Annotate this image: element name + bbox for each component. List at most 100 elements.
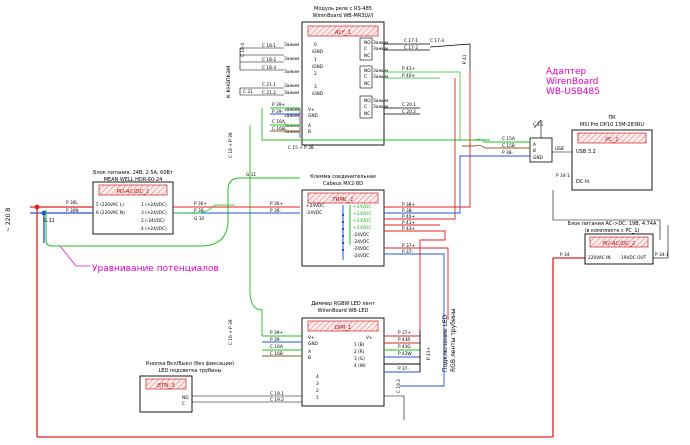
relay-tag: RLY_1 [335, 30, 351, 36]
relay-no-1: NO [364, 40, 371, 46]
dim-wire-c19-2: C 19.2 [270, 397, 284, 403]
adapter-label-1: Адаптер [546, 67, 587, 77]
led-label-1: Подключение LED [442, 314, 449, 372]
trml-wire-r2: P 40+ [402, 214, 415, 220]
trml-title2: Cabeus MX2-8D [323, 181, 363, 187]
psu1-title1: Блок питания, 24В, 2.5А, 60Вт [93, 170, 173, 176]
adapter-usb: USB [555, 146, 564, 152]
psu1-tag: PU-AC/DC_1 [116, 189, 149, 195]
dim-lpin-4: 4 [316, 374, 319, 380]
dim-tag: DIM_1 [335, 325, 352, 331]
relay-wire-c18-2: C 18-2 [262, 57, 276, 63]
psu1-wire-p30n: P 30N [66, 208, 79, 214]
relay-pin-b: B [308, 129, 311, 135]
psu2-title2: (в комплекте с PC_1) [585, 228, 640, 234]
trml-left-plus: +24VDC [306, 203, 324, 209]
relay-zazhim-2: Зажим [373, 46, 388, 52]
relay-c-3: C [364, 104, 367, 110]
relay-title1: Модуль реле с RS-485 [314, 6, 372, 12]
relay-wire-c21: C 21 [243, 89, 253, 95]
relay-pin-vplus: V+ [308, 107, 315, 113]
adapter-pin-a: A [533, 142, 536, 148]
pc-dc: DC In [576, 179, 590, 185]
dim-wire-p37minus: P 37- [398, 366, 409, 372]
psu1-block [64, 181, 300, 235]
cable-c16-label: C 16 + P 39 [228, 132, 234, 158]
relay-pin-ignd1: iGND [312, 49, 324, 55]
btn-c: C [182, 401, 185, 407]
psu1-pin-2: 2 (-24VDC) [141, 218, 165, 224]
dim-pin-b: B [308, 355, 311, 361]
trml-right-1: +24VDC [353, 211, 371, 217]
relay-wire-p39plus: P 39+ [272, 102, 285, 108]
trml-wire-r6: P 37- [402, 249, 413, 255]
trml-wire-r1: P 38- [402, 208, 413, 214]
trml-wire-r5: P 37+ [402, 243, 415, 249]
dim-rpin-3: 3 (G) [354, 356, 365, 362]
psu2-wire-p34-1: P 34-1 [655, 252, 669, 258]
relay-pin-ignd3: iGND [312, 91, 324, 97]
dimmer-block [262, 317, 421, 420]
adapter-tag: C 15 [533, 122, 543, 128]
relay-zazhim-l6: Зажим [284, 107, 299, 113]
trml-right-0: +24VDC [353, 204, 371, 210]
relay-wire-p40plus: P 40+ [402, 73, 415, 79]
relay-wire-c16a: C 16A [272, 119, 285, 125]
btn-no: NO [182, 395, 189, 401]
psu1-wire-p36minus: P 36- [194, 208, 205, 214]
relay-zazhim-l2: Зажим [284, 56, 299, 62]
relay-c-2: C [364, 74, 367, 80]
trml-wire-l1: P 36- [270, 208, 281, 214]
psu1-pin-n: 6 (220VAC N) [96, 210, 125, 216]
relay-pin-3: 3 [314, 84, 317, 90]
dim-wire-p43w: P 43W [398, 351, 412, 357]
psu1-g10: G 10 [194, 216, 204, 222]
dim-wire-p39minus: P 39- [270, 337, 281, 343]
adapter-wire-c15b: C 15B [502, 143, 515, 149]
psu1-wire-p30l: P 30L [66, 200, 78, 206]
dim-wire-p43r: P 43R [398, 337, 410, 343]
relay-wire-c18-4: C 18-4 [240, 43, 246, 57]
dim-lpin-2: 2 [316, 388, 319, 394]
psu2-tag: PU-AC/DC_2 [602, 241, 636, 247]
k-knopkam-label: к кнопкам [225, 66, 232, 99]
relay-pin-ignd2: iGND [312, 64, 324, 70]
earth-label: G.11 [43, 218, 55, 224]
relay-pin-gnd: GND [308, 113, 319, 119]
terminal-block [301, 70, 490, 387]
relay-zazhim-l8: Зажим [284, 123, 299, 129]
relay-wire-c16b: C 16B [272, 126, 285, 132]
dim-rpin-vplus: V+ [366, 335, 373, 341]
dim-pin-gnd: GND [308, 341, 319, 347]
psu1-title2: MEAN WELL HDR-60-24 [104, 177, 163, 183]
adapter-pin-b: B [533, 148, 536, 154]
equalize-label: Уравнивание потенциалов [92, 264, 219, 274]
btn-tag: BTN_3 [157, 383, 175, 389]
pc-title1: ПК [608, 115, 616, 121]
dim-bundle: P 43+ [426, 347, 432, 360]
psu1-wire-p36plus: P 36+ [194, 201, 207, 207]
trml-right-6: -24VDC [353, 246, 369, 252]
trml-title1: Клемма соединительная [310, 174, 376, 180]
dim-rpin-2: 2 (R) [354, 349, 365, 355]
pc-wire: P 34-1 [556, 173, 570, 179]
relay-pin-1: 1 [314, 57, 317, 63]
relay-zazhim-l1: Зажим [284, 42, 299, 48]
relay-right-wires [384, 43, 471, 140]
psu1-pin-3: 3 (+24VDC) [141, 210, 167, 216]
dim-wire-c16a: C 16A [270, 344, 283, 350]
psu1-pin-l: 5 (220VAC L) [96, 202, 124, 208]
relay-pin-a: A [308, 123, 311, 129]
trml-right-5: -24VDC [353, 239, 369, 245]
relay-no-2: NO [364, 68, 371, 74]
dim-wire-c16b: C 16B [270, 351, 283, 357]
trml-tag: TRML_1 [332, 197, 353, 203]
relay-c-1: C [364, 46, 367, 52]
relay-wire-c17-2: C 17-2 [404, 45, 418, 51]
dim-title1: Диммер RGBW LED лент [311, 301, 375, 307]
psu2-title1: Блок питания AC->DC, 19В, 4.74А [568, 221, 657, 227]
relay-zazhim-l5: Зажим [284, 90, 299, 96]
relay-zazhim-6: Зажим [373, 104, 388, 110]
relay-pin-2: 2 [314, 71, 317, 77]
adapter-label-3: WB-USB485 [546, 87, 600, 97]
